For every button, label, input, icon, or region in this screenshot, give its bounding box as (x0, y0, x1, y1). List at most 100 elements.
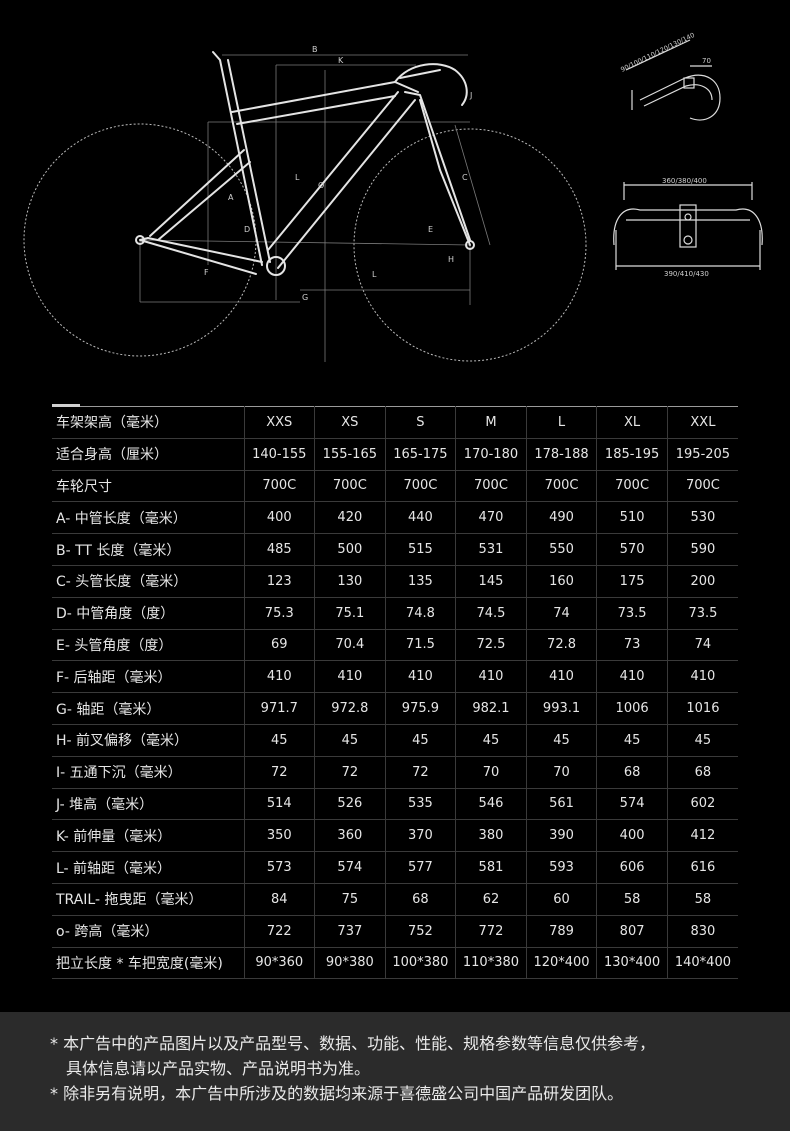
cell-l: 789 (526, 915, 598, 948)
geometry-letter-o: O (318, 181, 324, 190)
cell-l: 390 (526, 819, 598, 853)
cell-m: 74.5 (455, 597, 527, 630)
cell-l: 561 (526, 788, 598, 821)
cell-s: 135 (385, 565, 457, 598)
cell-xl: 410 (596, 660, 668, 694)
cell-xl: 807 (596, 915, 668, 948)
cell-xs: 75 (314, 883, 386, 916)
cell-xs: XS (314, 406, 386, 439)
cell-xl: 1006 (596, 692, 668, 725)
cell-m: 62 (455, 883, 527, 916)
geometry-letter-j: J (469, 91, 472, 100)
handlebar-top-width-label: 360/380/400 (662, 177, 707, 185)
cell-xxs: 69 (244, 629, 316, 662)
cell-xxl: 602 (667, 788, 738, 821)
cell-xl: 58 (596, 883, 668, 916)
cell-xl: 574 (596, 788, 668, 821)
cell-m: 110*380 (455, 947, 527, 980)
cell-xxs: XXS (244, 406, 316, 439)
row-label: 车轮尺寸 (52, 470, 245, 503)
cell-xl: 185-195 (596, 438, 668, 471)
cell-l: 74 (526, 597, 598, 630)
cell-l: 60 (526, 883, 598, 916)
row-label: 把立长度 * 车把宽度(毫米) (52, 947, 245, 980)
cell-m: 982.1 (455, 692, 527, 725)
geometry-letter-g: G (302, 293, 308, 302)
cell-xl: 130*400 (596, 947, 668, 980)
cell-xs: 737 (314, 915, 386, 948)
cell-xxs: 400 (244, 501, 316, 535)
cell-xl: 700C (596, 470, 668, 503)
cell-s: 68 (385, 883, 457, 916)
cell-s: 752 (385, 915, 457, 948)
reach-label: 70 (702, 57, 711, 65)
geometry-letter-a: A (228, 193, 234, 202)
cell-xxl: XXL (667, 406, 738, 439)
cell-xxs: 45 (244, 724, 316, 757)
row-label: A- 中管长度（毫米） (52, 501, 245, 535)
cell-s: 370 (385, 819, 457, 853)
row-label: TRAIL- 拖曳距（毫米） (52, 883, 245, 916)
cell-m: 72.5 (455, 629, 527, 662)
cell-xs: 410 (314, 660, 386, 694)
cell-s: 100*380 (385, 947, 457, 980)
cell-xs: 526 (314, 788, 386, 821)
cell-xl: XL (596, 406, 668, 439)
cell-xxl: 73.5 (667, 597, 738, 630)
cell-xxs: 140-155 (244, 438, 316, 471)
cell-xs: 972.8 (314, 692, 386, 725)
row-label: D- 中管角度（度） (52, 597, 245, 630)
cell-xs: 500 (314, 533, 386, 566)
cell-m: M (455, 406, 527, 439)
cell-s: 975.9 (385, 692, 457, 725)
row-label: C- 头管长度（毫米） (52, 565, 245, 598)
cell-xxs: 72 (244, 756, 316, 789)
cell-xs: 420 (314, 501, 386, 535)
cell-xs: 130 (314, 565, 386, 598)
table-accent-bar (52, 404, 80, 407)
cell-xxl: 590 (667, 533, 738, 566)
cell-xl: 606 (596, 851, 668, 884)
row-label: J- 堆高（毫米） (52, 788, 245, 821)
cell-s: 74.8 (385, 597, 457, 630)
cell-l: 490 (526, 501, 598, 535)
cell-s: 577 (385, 851, 457, 884)
cell-xs: 70.4 (314, 629, 386, 662)
cell-m: 772 (455, 915, 527, 948)
cell-xxs: 700C (244, 470, 316, 503)
cell-s: S (385, 406, 457, 439)
cell-l: 993.1 (526, 692, 598, 725)
cell-xxl: 200 (667, 565, 738, 598)
cell-xxl: 412 (667, 819, 738, 853)
handlebar-bottom-width-label: 390/410/430 (664, 270, 709, 278)
cell-xxl: 530 (667, 501, 738, 535)
cell-l: 72.8 (526, 629, 598, 662)
cell-s: 440 (385, 501, 457, 535)
cell-xxs: 971.7 (244, 692, 316, 725)
cell-xl: 73.5 (596, 597, 668, 630)
geometry-letter-l-rear: L (295, 173, 300, 182)
row-label: 车架架高（毫米） (52, 406, 245, 439)
cell-xxs: 410 (244, 660, 316, 694)
cell-xxs: 485 (244, 533, 316, 566)
cell-xl: 175 (596, 565, 668, 598)
cell-m: 700C (455, 470, 527, 503)
cell-xl: 45 (596, 724, 668, 757)
cell-xs: 90*380 (314, 947, 386, 980)
cell-xs: 155-165 (314, 438, 386, 471)
